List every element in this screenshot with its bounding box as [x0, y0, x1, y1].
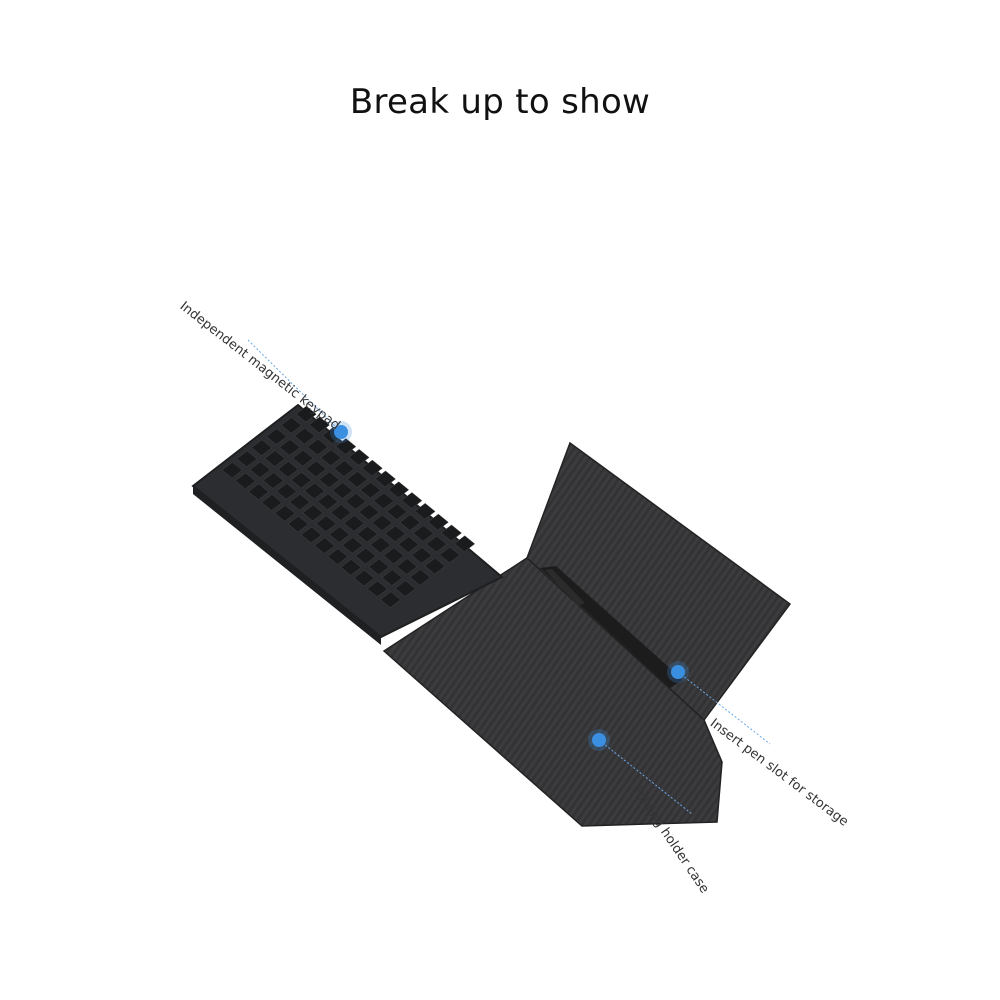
- keyboard-key: [275, 483, 298, 500]
- keyboard-key: [265, 428, 288, 445]
- keyboard-key: [409, 569, 431, 586]
- keyboard-key: [341, 537, 364, 554]
- keyboard-key: [348, 449, 370, 466]
- keyboard-key: [355, 547, 377, 565]
- keyboard-key: [394, 580, 416, 597]
- keyboard-key: [313, 537, 336, 555]
- stylus-pen: [540, 566, 683, 688]
- keyboard: [191, 403, 504, 645]
- keyboard-key: [387, 481, 410, 499]
- keyboard-key: [401, 492, 423, 509]
- keyboard-key: [327, 548, 349, 565]
- keyboard-key: [295, 405, 317, 423]
- keyboard-key: [247, 483, 270, 501]
- keyboard-key: [221, 461, 243, 479]
- keyboard-key: [318, 471, 340, 489]
- leader-line-pen: [677, 671, 771, 745]
- keyboard-key: [353, 569, 375, 587]
- keyboard-key: [293, 427, 316, 445]
- keyboard-key: [373, 492, 395, 510]
- keyboard-key: [424, 557, 446, 575]
- keyboard-key: [335, 438, 357, 455]
- keyboard-key: [345, 493, 367, 510]
- keyboard-key: [425, 535, 448, 553]
- keyboard-key: [249, 461, 271, 479]
- keyboard-key: [261, 494, 283, 511]
- keyboard-key: [277, 461, 299, 478]
- keyboard-key: [356, 525, 378, 543]
- keyboard-key: [411, 547, 433, 564]
- keyboard-key: [414, 503, 436, 520]
- keyboard-key: [234, 472, 256, 490]
- marker-pen: [671, 665, 685, 679]
- keyboard-key: [397, 536, 420, 553]
- keyboard-key: [279, 439, 301, 456]
- keyboard-key: [236, 450, 258, 468]
- keyboard-key: [302, 504, 324, 522]
- keyboard-key: [303, 482, 326, 500]
- keyboard-key: [307, 438, 329, 456]
- keyboard-key: [453, 535, 476, 553]
- keyboard-key: [343, 515, 365, 532]
- keyboard-key: [399, 514, 421, 531]
- keyboard-key: [305, 460, 327, 478]
- keyboard-key: [320, 449, 342, 467]
- marker-case: [592, 733, 606, 747]
- keyboard-key: [346, 471, 368, 488]
- keyboard-key: [290, 471, 312, 489]
- keyboard-key: [396, 558, 418, 575]
- keyboard-key: [289, 493, 311, 511]
- keyboard-key: [369, 536, 392, 554]
- keyboard-key: [317, 493, 339, 511]
- keyboard-key: [315, 515, 337, 533]
- keyboard-key: [262, 472, 284, 489]
- keyboard-key: [374, 470, 396, 488]
- keyboard-key: [264, 450, 286, 467]
- page-title: Break up to show: [349, 82, 651, 122]
- case-front-panel: [382, 557, 723, 827]
- leader-line-keyboard: [247, 339, 342, 433]
- keyboard-key: [359, 481, 382, 499]
- keyboard-key: [300, 526, 322, 544]
- keyboard-key: [440, 524, 462, 542]
- keyboard-key: [340, 559, 362, 576]
- keyboard-key: [292, 449, 314, 467]
- marker-keyboard: [334, 425, 348, 439]
- keyboard-key: [386, 503, 408, 521]
- keyboard-key: [361, 459, 383, 477]
- keyboard-key: [366, 580, 388, 598]
- keyboard-key: [280, 417, 302, 434]
- keyboard-key: [331, 482, 354, 499]
- keyboard-key: [287, 515, 309, 533]
- keyboard-key: [412, 525, 434, 542]
- keyboard-key: [333, 460, 355, 477]
- keyboard-key: [427, 513, 449, 531]
- keyboard-key: [368, 558, 390, 576]
- keyboard-key: [358, 503, 380, 521]
- keyboard-key: [328, 526, 350, 543]
- keyboard-key: [439, 546, 461, 564]
- keyboard-key: [330, 504, 352, 521]
- keyboard-key: [384, 525, 406, 543]
- keyboard-key: [379, 591, 402, 609]
- keyboard-key: [274, 505, 296, 522]
- keyboard-key: [251, 439, 273, 457]
- keyboard-key: [381, 569, 403, 587]
- keyboard-key: [371, 514, 393, 532]
- keyboard-key: [308, 416, 330, 434]
- keyboard-key: [383, 547, 405, 565]
